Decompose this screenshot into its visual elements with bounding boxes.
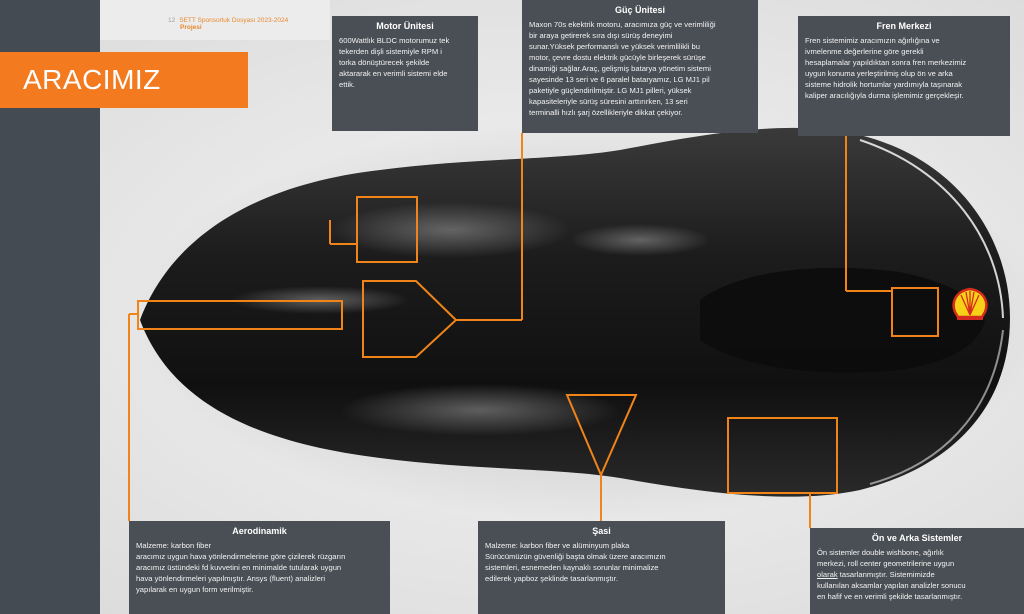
aerodynamics-title: Aerodinamik bbox=[232, 526, 287, 536]
aerodynamics-panel: Aerodinamik Malzeme: karbon fiber aracım… bbox=[129, 521, 390, 614]
body-highlight-rear bbox=[570, 224, 710, 256]
front-rear-systems-text: Ön sistemler double wishbone, ağırlık me… bbox=[817, 547, 1017, 602]
front-rear-systems-panel: Ön ve Arka Sistemler Ön sistemler double… bbox=[810, 528, 1024, 614]
power-unit-text: Maxon 70s ekektrik motoru, aracımıza güç… bbox=[529, 20, 716, 118]
front-rear-text-part2: tasarlanmıştır. Sistemimizde kullanılan … bbox=[817, 570, 966, 602]
front-rear-text-underlined: olarak bbox=[817, 570, 838, 580]
chassis-title: Şasi bbox=[592, 526, 611, 536]
motor-unit-title: Motor Ünitesi bbox=[376, 21, 434, 31]
page-title: ARACIMIZ bbox=[23, 64, 161, 95]
power-unit-panel: Güç Ünitesi Maxon 70s ekektrik motoru, a… bbox=[522, 0, 758, 133]
callout-lines bbox=[128, 133, 939, 528]
shell-logo bbox=[952, 287, 988, 320]
chassis-text: Malzeme: karbon fiber ve alüminyum plaka… bbox=[485, 541, 666, 584]
motor-unit-panel: Motor Ünitesi 600Wattlık BLDC motorumuz … bbox=[332, 16, 478, 131]
front-rear-text-part1: Ön sistemler double wishbone, ağırlık me… bbox=[817, 548, 955, 569]
brake-center-title: Fren Merkezi bbox=[876, 21, 932, 31]
body-highlight-bottom bbox=[340, 384, 620, 436]
edge-highlight-top bbox=[859, 139, 1004, 319]
brake-center-panel: Fren Merkezi Fren sistemimiz aracımızın … bbox=[798, 16, 1010, 136]
front-rear-systems-title: Ön ve Arka Sistemler bbox=[871, 533, 963, 543]
header-strip bbox=[100, 0, 330, 40]
doc-subtitle: Projesi bbox=[180, 24, 202, 31]
aerodynamics-text: Malzeme: karbon fiber aracımız uygun hav… bbox=[136, 541, 346, 595]
power-unit-title: Güç Ünitesi bbox=[614, 5, 665, 15]
motor-unit-text: 600Wattlık BLDC motorumuz tek tekerden d… bbox=[339, 36, 450, 90]
title-band: ARACIMIZ bbox=[0, 52, 248, 108]
car-canopy bbox=[700, 267, 985, 373]
page-number: 12 bbox=[168, 17, 176, 24]
chassis-panel: Şasi Malzeme: karbon fiber ve alüminyum … bbox=[478, 521, 725, 614]
doc-title: SETT Sponsorluk Dosyası 2023-2024 bbox=[179, 17, 289, 24]
body-highlight-top bbox=[330, 202, 570, 258]
brake-center-text: Fren sistemimiz aracımızın ağırlığına ve… bbox=[805, 36, 967, 101]
edge-highlight-bottom bbox=[869, 329, 1004, 485]
